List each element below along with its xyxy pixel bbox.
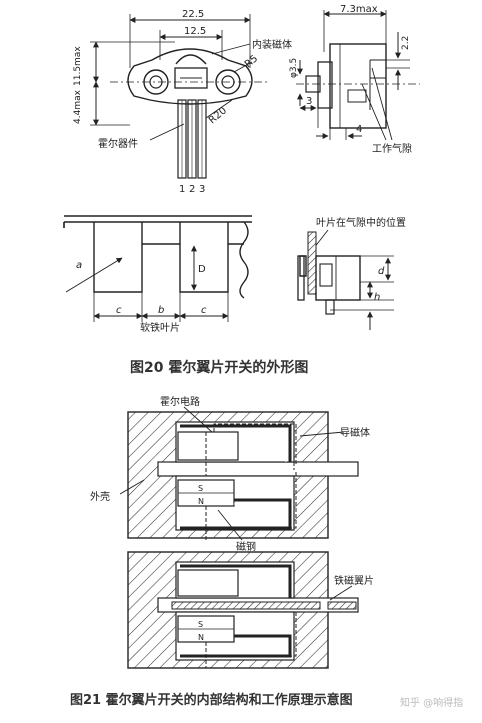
label-hall-device: 霍尔器件: [98, 137, 138, 150]
side-body: [329, 43, 387, 129]
pin-2-label: 2: [189, 184, 195, 195]
label-b: b: [158, 305, 164, 316]
air-gap-top: [157, 461, 359, 477]
pole-s-bottom: S: [198, 620, 203, 629]
label-magnet-steel: 磁钢: [236, 540, 256, 553]
figure21-caption: 图21 霍尔翼片开关的内部结构和工作原理示意图: [70, 692, 353, 708]
fig20-vane-view: a D c b c 软铁叶片: [63, 215, 252, 334]
label-d: d: [378, 266, 385, 277]
dim-4-label: 4: [356, 124, 362, 135]
dim-22-5-label: 22.5: [182, 9, 204, 20]
dim-2-2-label: 2.2: [401, 36, 411, 50]
watermark: 知乎 @响得指: [400, 696, 463, 709]
label-shell: 外壳: [90, 490, 110, 503]
label-hall-circuit: 霍尔电路: [160, 395, 200, 408]
label-vane-position: 叶片在气隙中的位置: [316, 216, 406, 229]
dim-11-5-label: 11.5max: [73, 46, 83, 86]
label-c-right: c: [201, 305, 207, 316]
label-h: h: [374, 292, 380, 303]
pin-1-label: 1: [179, 184, 185, 195]
hall-circuit-bottom: [177, 569, 239, 597]
fig21-bottom-diagram: S N 铁磁翼片: [127, 551, 374, 669]
label-a: a: [76, 260, 82, 271]
fig20-side-view: 7.3max 2.2 φ3.5 3 4 工作气隙: [289, 4, 420, 155]
label-soft-iron-vane: 软铁叶片: [140, 321, 180, 334]
pole-n-top: N: [198, 497, 204, 506]
label-D: D: [198, 264, 206, 275]
label-magnetic-guide: 导磁体: [340, 426, 370, 439]
vane-in-gap: [307, 231, 317, 295]
label-iron-vane: 铁磁翼片: [334, 574, 374, 587]
label-r20: R20: [207, 105, 229, 126]
switch-body: [127, 48, 253, 105]
dim-7-3-label: 7.3max: [340, 4, 378, 15]
pin-3-label: 3: [199, 184, 205, 195]
label-r5: R5: [243, 53, 260, 70]
fig20-top-view: 22.5 12.5 11.5max 4.4max 1 2: [73, 9, 292, 195]
label-working-gap: 工作气隙: [372, 142, 412, 155]
dim-phi-label: φ3.5: [289, 58, 299, 78]
break-line: [239, 221, 249, 299]
dim-3-label: 3: [306, 96, 312, 107]
magnet-arch: [175, 54, 207, 65]
hall-circuit-top: [177, 431, 239, 461]
position-body: [315, 255, 361, 301]
label-c-left: c: [116, 305, 122, 316]
dim-12-5-label: 12.5: [184, 26, 206, 37]
dim-4-4-label: 4.4max: [73, 89, 83, 124]
figure20-caption: 图20 霍尔翼片开关的外形图: [130, 359, 308, 376]
fig21-top-diagram: S N 霍尔电路 导磁体 外壳 磁钢: [90, 395, 370, 553]
fig20-position-view: 叶片在气隙中的位置 d h: [297, 216, 406, 330]
pole-s-top: S: [198, 484, 203, 493]
pole-n-bottom: N: [198, 633, 204, 642]
iron-vane-inserted: [171, 601, 321, 610]
label-internal-magnet: 内装磁体: [252, 38, 292, 51]
